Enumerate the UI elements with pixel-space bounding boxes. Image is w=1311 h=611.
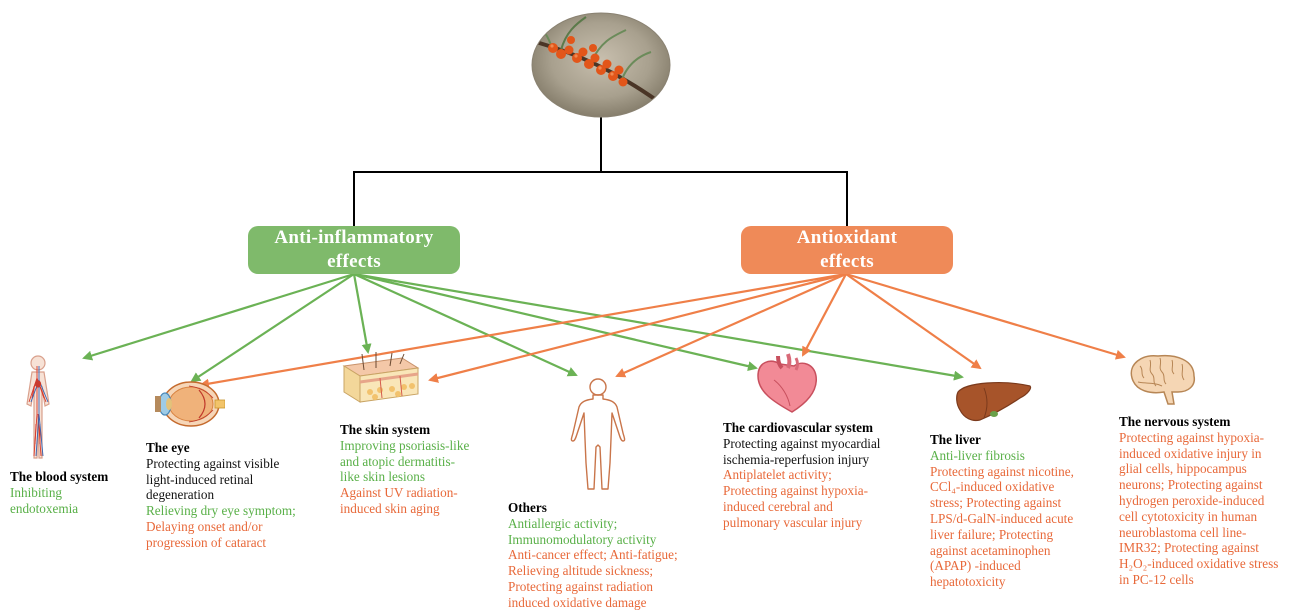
- effect-line: Protecting against hypoxia-: [1119, 429, 1265, 445]
- arrow-to-brain-o: [845, 272, 1126, 360]
- effect-line: neurons; Protecting against: [1119, 477, 1263, 493]
- effect-line: Protecting against myocardial: [723, 435, 881, 451]
- sea-buckthorn-photo-icon: [531, 12, 671, 118]
- effect-line: Antiallergic activity;: [508, 515, 618, 531]
- arrow-to-others-o: [615, 272, 847, 378]
- antioxidant-label-line2: effects: [820, 251, 874, 272]
- anti-inflammatory-label-line1: Anti-inflammatory: [274, 227, 434, 248]
- effect-line: cell cytotoxicity in human: [1119, 508, 1258, 524]
- cardiovascular-panel: The cardiovascular system Protecting aga…: [723, 420, 880, 531]
- effect-line: LPS/d-GalN-induced acute: [930, 510, 1074, 526]
- effect-line: endotoxemia: [10, 500, 79, 516]
- effect-line: H₂O₂-induced oxidative stress: [1119, 556, 1279, 572]
- effect-line: induced skin aging: [340, 500, 440, 516]
- effect-line: glial cells, hippocampus: [1119, 461, 1247, 477]
- skin-system-panel: The skin system Improving psoriasis-like…: [340, 422, 469, 517]
- nervous-system-panel: The nervous system Protecting against hy…: [1119, 414, 1278, 588]
- arrow-to-liver-o: [845, 273, 982, 370]
- anti-inflammatory-arrows: [82, 272, 964, 383]
- blood-system-title: The blood system: [10, 469, 109, 484]
- connector-lines: [82, 116, 1126, 389]
- heart-icon: [757, 353, 817, 413]
- effect-line: induced cerebral and: [723, 498, 833, 514]
- effect-line: Protecting against radiation: [508, 578, 654, 594]
- anti-inflammatory-box: Anti-inflammatory effects: [248, 226, 460, 274]
- arrow-to-liver: [353, 272, 964, 381]
- effect-line: stress; Protecting against: [930, 495, 1062, 511]
- effect-line: in PC-12 cells: [1119, 571, 1194, 587]
- effect-line: pulmonary vascular injury: [723, 514, 863, 530]
- effect-line: Immunomodulatory activity: [508, 531, 657, 547]
- effect-line: Relieving altitude sickness;: [508, 563, 654, 579]
- effect-line: hydrogen peroxide-induced: [1119, 492, 1265, 508]
- effect-line: Anti-liver fibrosis: [930, 447, 1025, 463]
- effect-line: Improving psoriasis-like: [340, 437, 470, 453]
- arrow-to-blood: [82, 272, 355, 361]
- effect-line: against acetaminophen: [930, 542, 1051, 558]
- others-panel: Others Antiallergic activity;Immunomodul…: [508, 500, 678, 611]
- effect-line: light-induced retinal: [146, 471, 254, 487]
- effect-line: liver failure; Protecting: [930, 526, 1054, 542]
- arrow-to-heart: [353, 272, 758, 372]
- circulatory-system-icon: [26, 355, 50, 459]
- nervous-system-effects: Protecting against hypoxia-induced oxida…: [1119, 430, 1278, 588]
- liver-title: The liver: [930, 432, 981, 447]
- effect-line: Protecting against nicotine,: [930, 463, 1074, 479]
- effect-line: induced oxidative injury in: [1119, 445, 1262, 461]
- effect-line: Delaying onset and/or: [146, 518, 263, 534]
- arrow-to-others: [353, 272, 578, 377]
- skin-system-title: The skin system: [340, 422, 431, 437]
- liver-icon: [956, 382, 1032, 422]
- eye-title: The eye: [146, 440, 190, 455]
- others-title: Others: [508, 500, 547, 515]
- arrow-to-eye: [190, 273, 355, 383]
- antioxidant-box: Antioxidant effects: [741, 226, 953, 274]
- effect-line: Antiplatelet activity;: [723, 467, 832, 483]
- effect-line: (APAP) -induced: [930, 558, 1021, 574]
- effect-line: Protecting against visible: [146, 455, 280, 471]
- effect-line: Anti-cancer effect; Anti-fatigue;: [508, 547, 678, 563]
- arrow-to-skin-o: [428, 272, 847, 383]
- arrow-to-heart-o: [802, 273, 847, 357]
- antioxidant-label-line1: Antioxidant: [796, 227, 898, 248]
- effect-line: Relieving dry eye symptom;: [146, 503, 296, 519]
- arrow-to-skin: [352, 273, 372, 354]
- brain-icon: [1130, 354, 1196, 405]
- skin-layers-icon: [342, 352, 420, 403]
- effect-line: like skin lesions: [340, 469, 425, 485]
- eye-anatomy-icon: [155, 381, 225, 427]
- effect-line: Protecting against hypoxia-: [723, 483, 869, 499]
- human-body-icon: [570, 378, 626, 490]
- effect-line: hepatotoxicity: [930, 574, 1006, 590]
- arrow-to-eye-o: [199, 272, 847, 389]
- effect-line: IMR32; Protecting against: [1119, 540, 1259, 556]
- effect-line: Inhibiting: [10, 484, 63, 500]
- tree-connector: [353, 116, 848, 226]
- effect-line: Against UV radiation-: [340, 485, 458, 501]
- others-effects: Antiallergic activity;Immunomodulatory a…: [508, 516, 678, 611]
- anti-inflammatory-label-line2: effects: [327, 251, 381, 272]
- effect-line: ischemia-reperfusion injury: [723, 451, 870, 467]
- effect-line: degeneration: [146, 487, 215, 503]
- effect-line: and atopic dermatitis-: [340, 453, 455, 469]
- effect-line: CCl₄-induced oxidative: [930, 479, 1055, 495]
- antioxidant-arrows: [199, 272, 1126, 389]
- effect-line: neuroblastoma cell line-: [1119, 524, 1247, 540]
- effect-line: progression of cataract: [146, 534, 267, 550]
- cardiovascular-title: The cardiovascular system: [723, 420, 873, 435]
- effect-line: induced oxidative damage: [508, 594, 647, 610]
- nervous-system-title: The nervous system: [1119, 414, 1231, 429]
